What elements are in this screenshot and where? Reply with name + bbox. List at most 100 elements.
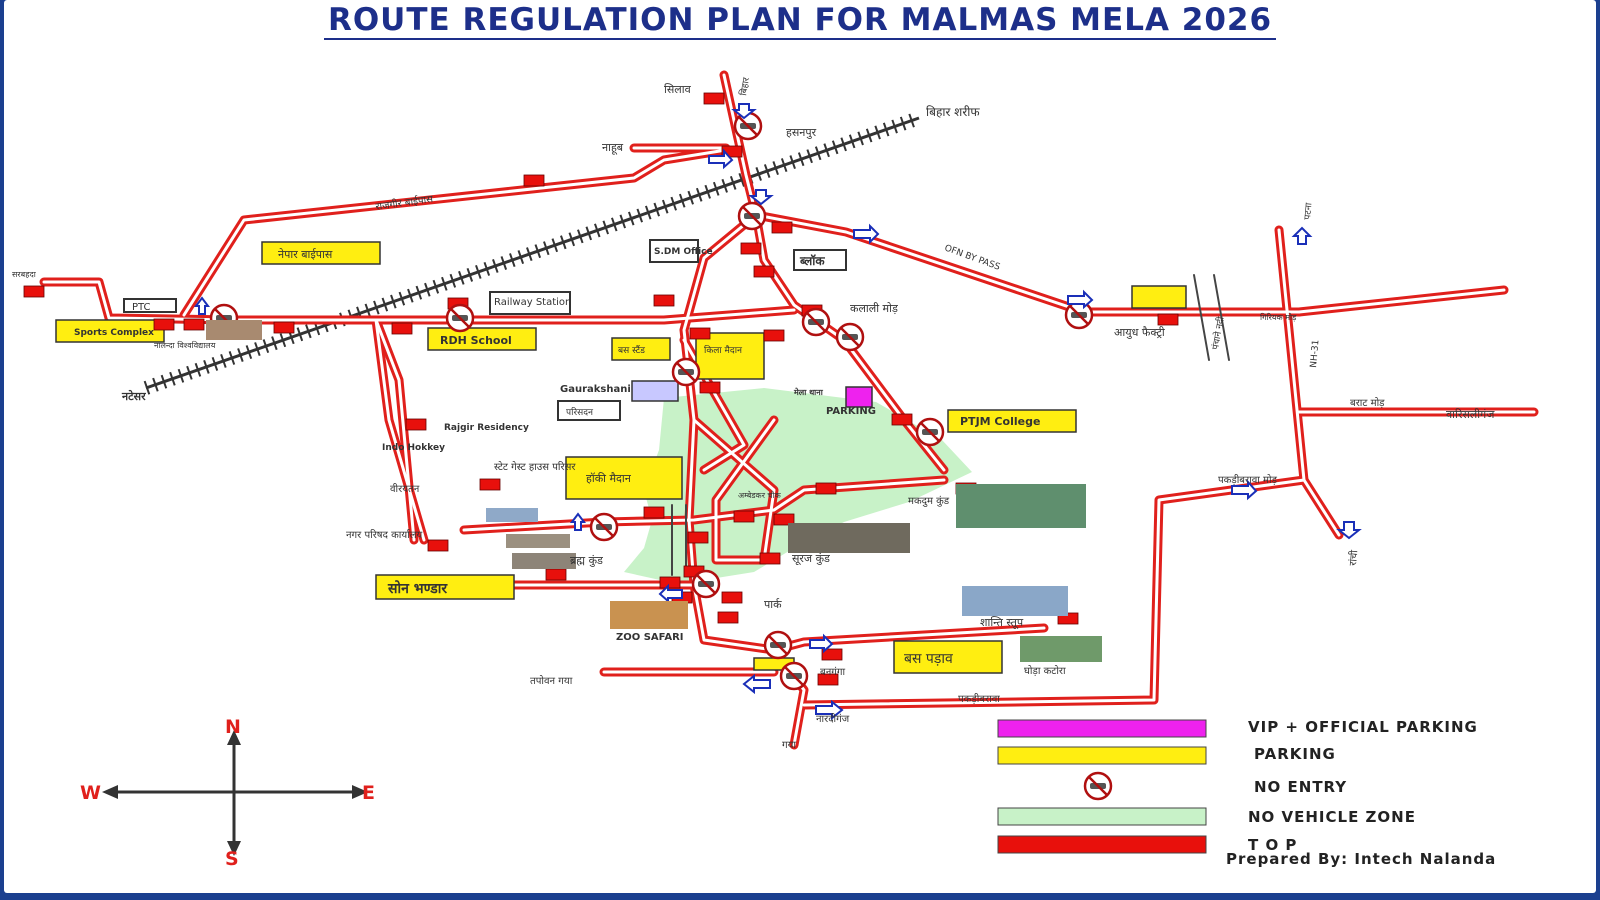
direction-arrows [194,103,1362,721]
legend-swatch-parking [997,746,1207,765]
parking-ayudh [1131,285,1187,309]
label-tapovan-gaya: तपोवन गया [530,675,573,687]
vip-parking-mela-thana [845,386,873,408]
office-boxes [123,239,847,421]
route-map: सिलाव बिहार हसनपुर नाहूब बिहार शरीफ राजग… [12,70,1539,870]
label-gaya: गया [782,740,796,751]
label-makdum-kund: मकदुम कुंड [908,495,950,507]
parking-rdh-school [427,327,537,351]
credit-text: Prepared By: Intech Nalanda [1226,850,1497,868]
label-nardiganj: नारदीगंज [816,713,850,725]
label-indo-hockey: Indo Hokkey [382,443,445,453]
label-varisaliganj: वारिसलीगंज [1446,408,1495,421]
compass-rose: N S W E [80,716,375,870]
railway-track [143,111,922,395]
legend-parking-label: PARKING [1254,745,1336,763]
label-veerayatan: वीरयतन [390,483,420,495]
label-pakribaran: पकड़ीबरावा [958,693,1000,705]
label-banganga: बनगंगा [820,666,846,678]
label-hasanpur: हसनपुर [786,126,817,139]
gaurakshani-box [631,380,679,402]
page-title: ROUTE REGULATION PLAN FOR MALMAS MELA 20… [4,2,1596,40]
label-bihar: बिहार [737,76,752,96]
photo-state-guest [486,508,538,522]
photo-zoo [610,601,688,629]
legend-swatch-vip [997,719,1207,738]
top-markers [23,92,1179,686]
label-gaurakshani: Gaurakshani [560,384,631,395]
label-rdh-school: RDH School [440,334,512,347]
label-block: ब्लॉक [799,254,825,268]
label-shanti-stupa: शान्ति स्तूप [980,616,1024,630]
label-ghoda-katora: घोड़ा कटोरा [1024,665,1066,677]
label-patna: पटना [1303,202,1314,220]
parking-ptjm-college [947,409,1077,433]
legend-no-entry-label: NO ENTRY [1254,778,1348,796]
compass-north: N [225,716,241,738]
parking-nepal-bypass [261,241,381,265]
photo-suraj [788,523,910,553]
label-natesar: नटेसर [121,389,146,403]
label-sdm-office: S.DM Office [654,247,713,257]
label-parking-text: PARKING [826,406,876,417]
label-bihar-sharif: बिहार शरीफ [926,105,980,119]
legend-top-label: T O P [1248,836,1298,854]
label-nepal-bypass: नेपार बाईपास [278,248,333,261]
label-suraj-kund: सूरज कुंड [792,552,830,566]
title-text: ROUTE REGULATION PLAN FOR MALMAS MELA 20… [323,2,1277,40]
label-kila-maidan: किला मैदान [704,344,743,356]
label-state-guest: स्टेट गेस्ट हाउस परिसर [494,461,576,473]
legend-swatch-no-entry [1083,771,1113,801]
road-network [39,70,1539,750]
label-rajgir-residency: Rajgir Residency [444,423,529,433]
label-ptc: PTC [132,302,151,313]
compass-east: E [362,782,375,804]
label-ambedkar-chowk: अम्बेडकर चौक [738,490,782,500]
label-park: पार्क [764,598,782,611]
label-bus-stand: बस स्टैंड [618,344,645,356]
parking-bus-padav [893,640,1003,674]
compass-west: W [80,782,101,804]
legend-no-vehicle-label: NO VEHICLE ZONE [1248,808,1416,826]
parking-kila-maidan [695,332,765,380]
label-nagar-parishad: नगर परिषद कार्यालय [346,529,423,541]
photo-nalanda-univ [206,320,262,340]
label-rajgir-bypass: राजगीर बाईपास [375,193,434,213]
photo-nagar [506,534,570,548]
compass-south: S [225,848,239,870]
legend-swatch-top [997,835,1207,854]
parking-areas [55,241,1187,674]
label-railway-station: Railway Station [494,297,571,308]
label-ptjm-college: PTJM College [960,415,1040,428]
label-barat-mod: बराट मोड़ [1350,397,1385,409]
legend-vip-label: VIP + OFFICIAL PARKING [1248,718,1478,736]
parking-holi-maidan [565,456,683,500]
label-ranchi: रांची [1347,549,1360,566]
landmark-photos [206,320,1102,662]
photo-brahm [512,553,576,569]
label-holi-maidan: हॉकी मैदान [586,472,632,485]
label-sarbahda: सरबहदा [12,270,37,279]
label-zoo-safari: ZOO SAFARI [616,632,684,643]
label-mela-thana: मेला थाना [793,387,824,397]
parking-son-bhandar [375,574,515,600]
label-son-bhandar: सोन भण्डार [387,580,448,597]
parking-sports-complex [55,319,165,343]
parking-bus-stand [611,337,671,361]
label-nahub: नाहूब [602,141,624,155]
label-kalali-mod: कलाली मोड़ [850,302,898,315]
map-frame: ROUTE REGULATION PLAN FOR MALMAS MELA 20… [4,0,1596,893]
label-bus-padav: बस पड़ाव [904,651,953,667]
label-ayudh-factory: आयुध फैक्ट्री [1114,326,1165,339]
legend [997,719,1207,854]
label-brahm-kund: ब्रह्म कुंड [570,554,603,567]
photo-shanti [962,586,1068,616]
photo-makdum [956,484,1086,528]
label-giriyak-mod: गिरियक मोड़ [1260,312,1297,322]
label-pakribaran-mod: पकड़ीबरावा मोड़ [1218,474,1278,486]
label-parisadan: परिसदन [566,406,594,418]
label-silav: सिलाव [664,83,692,96]
legend-swatch-no-vehicle [997,807,1207,826]
label-nalanda-univ: नालन्दा विश्वविद्यालय [154,340,216,350]
photo-ghoda [1020,636,1102,662]
